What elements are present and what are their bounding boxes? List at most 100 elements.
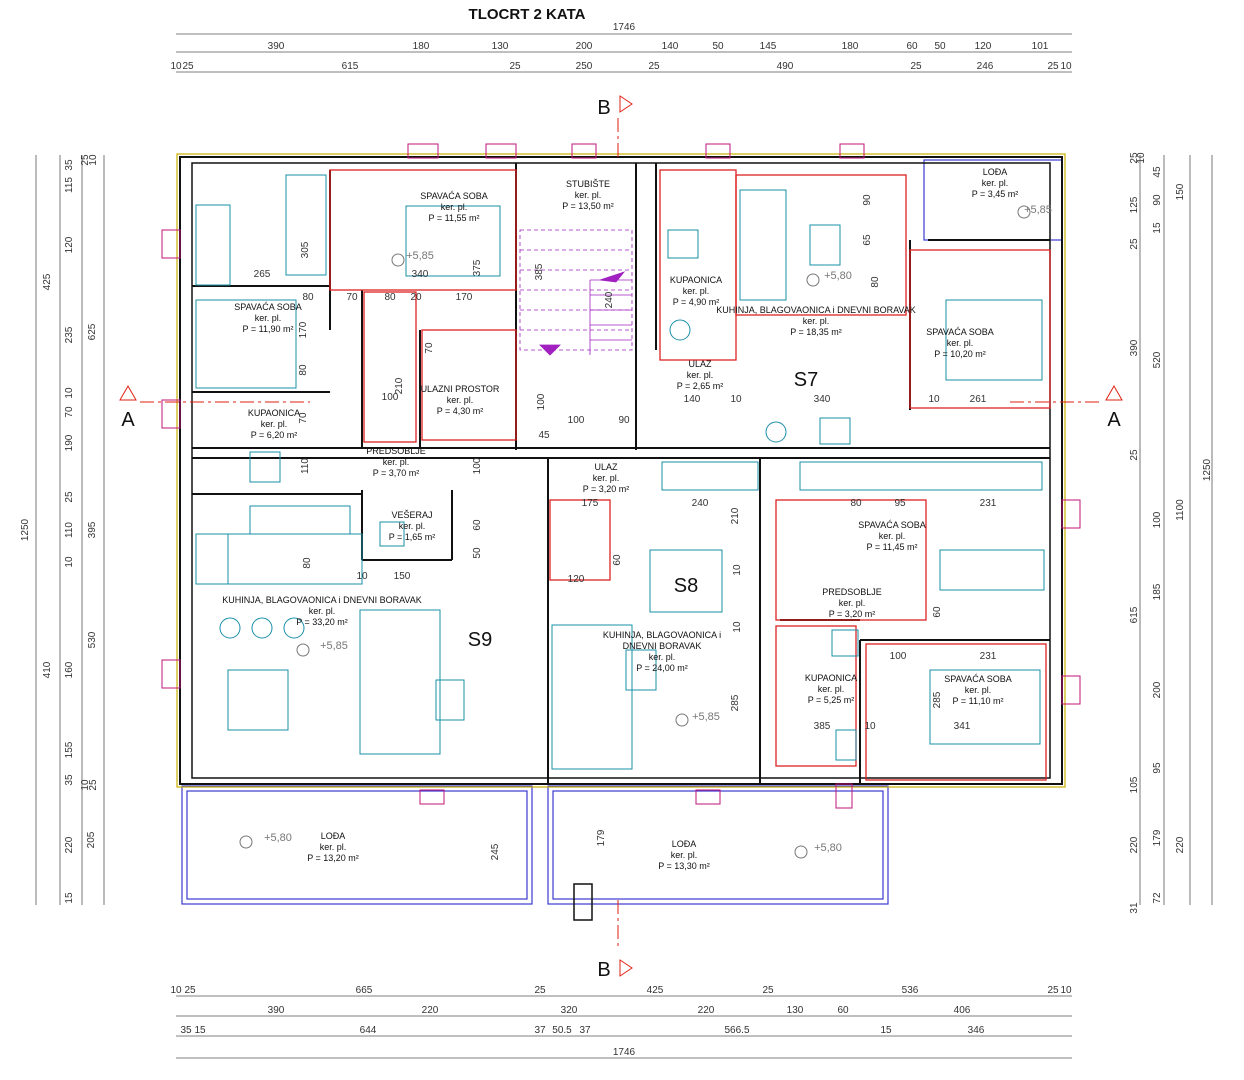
room-name: KUPAONICA [670, 275, 722, 285]
room-floor: ker. pl. [399, 521, 426, 531]
dim-inner: 100 [472, 457, 483, 474]
room-floor: ker. pl. [649, 652, 676, 662]
room-area: P = 6,20 m² [251, 430, 298, 440]
dim-right-total: 1250 [1202, 458, 1213, 481]
dim-bottom-row1: 25 [1047, 985, 1059, 996]
dim-left-row1: 10 [64, 387, 75, 399]
level-marker-text: +5,85 [406, 250, 434, 262]
room-area: P = 10,20 m² [934, 349, 986, 359]
dim-left-row1: 10 [64, 556, 75, 568]
dim-bottom-row1: 25 [762, 985, 774, 996]
room-floor: ker. pl. [593, 473, 620, 483]
room-floor: ker. pl. [839, 598, 866, 608]
room-floor: ker. pl. [441, 202, 468, 212]
room-area: P = 11,45 m² [867, 542, 918, 552]
section-mark-b-top: B [597, 97, 610, 119]
dim-inner: 240 [692, 498, 709, 509]
room-name: SPAVAĆA SOBA [234, 302, 302, 312]
dim-bottom-row3: 37 [534, 1025, 546, 1036]
room-name: KUHINJA, BLAGOVAONICA i [603, 630, 721, 640]
dim-inner: 110 [300, 458, 311, 474]
level-markers [239, 205, 1031, 859]
dim-top-row1: 140 [662, 41, 679, 52]
dim-inner: 285 [730, 694, 741, 711]
room-floor: ker. pl. [575, 190, 602, 200]
dim-left-row3: 25 [80, 154, 91, 166]
room-area: P = 3,70 m² [373, 468, 420, 478]
level-marker-text: +5,80 [264, 832, 292, 844]
dim-right-row2: 615 [1129, 606, 1140, 623]
dim-top-row2: 25 [648, 61, 660, 72]
dim-top-row1: 390 [268, 41, 285, 52]
dim-right-row1: 45 [1152, 166, 1163, 178]
dim-right-row1: 220 [1129, 836, 1140, 853]
dim-inner: 100 [890, 651, 907, 662]
room-floor: ker. pl. [383, 457, 410, 467]
dim-right-row2: 520 [1152, 351, 1163, 368]
partition-walls [329, 169, 1051, 781]
room-floor: ker. pl. [671, 850, 698, 860]
dim-bottom-row3: 346 [968, 1025, 985, 1036]
dim-inner: 385 [814, 721, 831, 732]
dim-bottom-row3: 50.5 [552, 1025, 572, 1036]
room-name: PREDSOBLJE [366, 446, 426, 456]
dim-left-row2: 530 [87, 631, 98, 648]
dim-right-row1: 95 [1152, 762, 1163, 774]
dim-inner: 210 [394, 377, 405, 394]
room-area: P = 1,65 m² [389, 532, 436, 542]
dim-left-row1: 70 [64, 406, 75, 418]
room-floor: ker. pl. [687, 370, 714, 380]
room-name: KUPAONICA [805, 673, 857, 683]
dim-right-row2: 220 [1175, 836, 1186, 853]
room-name: ULAZNI PROSTOR [421, 384, 500, 394]
dim-inner: 210 [730, 507, 741, 524]
room-area: P = 33,20 m² [296, 617, 348, 627]
dim-right-row1: 10 [1136, 152, 1147, 164]
loggia-outlines [181, 159, 1063, 905]
room-area: P = 3,20 m² [829, 609, 876, 619]
dim-inner: 10 [356, 571, 368, 582]
dim-right-row1: 25 [1129, 238, 1140, 250]
dim-top-row1: 180 [413, 41, 430, 52]
dim-right-row1: 15 [1152, 222, 1163, 234]
dim-inner: 10 [730, 394, 742, 405]
room-floor: ker. pl. [320, 842, 347, 852]
dim-left-row3: 205 [86, 831, 97, 848]
dim-inner: 245 [490, 843, 501, 860]
dim-left-row1: 35 [64, 159, 75, 171]
dim-inner: 150 [394, 571, 411, 582]
room-floor: ker. pl. [965, 685, 992, 695]
dim-top-row2: 10 [170, 61, 182, 72]
level-marker-text: +5,85 [1024, 204, 1052, 216]
dim-top-row1: 200 [576, 41, 593, 52]
dim-bottom-row3: 35 [180, 1025, 192, 1036]
dim-bottom-row2: 390 [268, 1005, 285, 1016]
column [573, 883, 593, 921]
room-area: P = 24,00 m² [636, 663, 688, 673]
room-area: P = 3,45 m² [972, 189, 1019, 199]
dim-left-row1: 120 [64, 236, 75, 253]
dim-top-row2: 25 [509, 61, 521, 72]
dim-bottom-row1: 665 [356, 985, 373, 996]
dim-bottom-row3: 566.5 [724, 1025, 749, 1036]
dim-inner: 341 [954, 721, 971, 732]
dim-inner: 231 [980, 498, 997, 509]
room-floor: ker. pl. [879, 531, 906, 541]
dim-top-row2: 25 [182, 61, 194, 72]
dim-top-row1: 120 [975, 41, 992, 52]
bottom-dimensions [176, 995, 1072, 1059]
room-name: STUBIŠTE [566, 179, 610, 189]
room-name: PREDSOBLJE [822, 587, 882, 597]
dim-bottom-row2: 220 [698, 1005, 715, 1016]
dim-top-row2: 25 [1047, 61, 1059, 72]
dim-inner: 65 [862, 234, 873, 246]
dim-right-row1: 31 [1129, 902, 1140, 914]
right-dimensions [1139, 155, 1213, 905]
dim-top-row1: 50 [934, 41, 946, 52]
dim-right-row1: 200 [1152, 681, 1163, 698]
room-area: P = 11,55 m² [429, 213, 480, 223]
dim-left-row3: 10 [88, 154, 99, 166]
dim-inner: 120 [568, 574, 585, 585]
room-name: LOĐA [321, 831, 346, 841]
